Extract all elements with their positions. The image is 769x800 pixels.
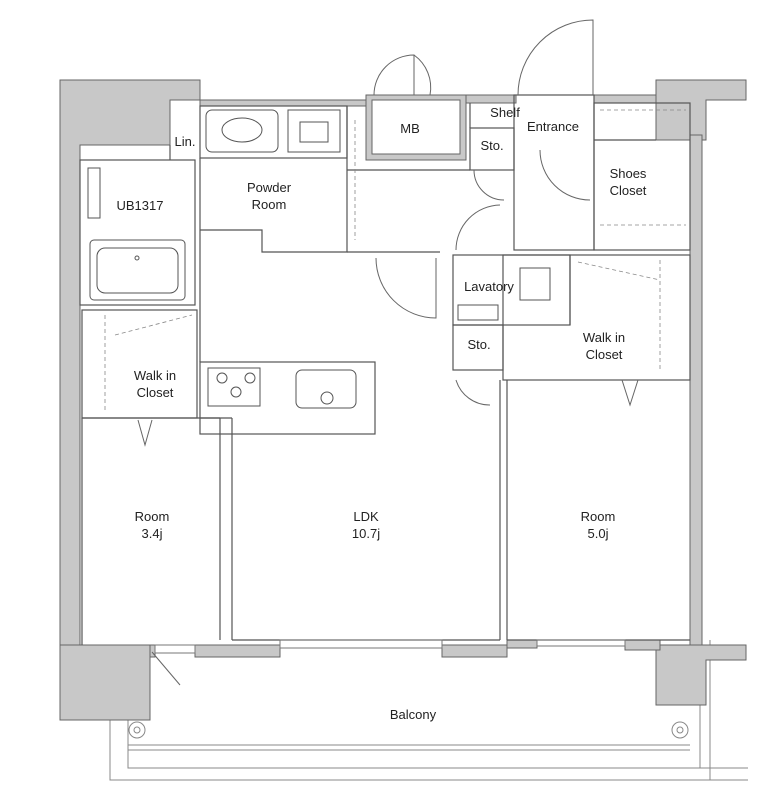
label-wic-right-2: Closet bbox=[586, 347, 623, 362]
label-balcony: Balcony bbox=[390, 707, 437, 722]
label-wic-left-2: Closet bbox=[137, 385, 174, 400]
interior-lines bbox=[79, 94, 691, 645]
powder-fixtures bbox=[205, 109, 341, 153]
label-room-right-1: Room bbox=[581, 509, 616, 524]
dashed-lines bbox=[104, 109, 686, 410]
label-sto-lavatory: Sto. bbox=[467, 337, 490, 352]
label-room-left-1: Room bbox=[135, 509, 170, 524]
label-wic-left-1: Walk in bbox=[134, 368, 176, 383]
label-room-right-2: 5.0j bbox=[588, 526, 609, 541]
label-shoes-2: Closet bbox=[610, 183, 647, 198]
label-wic-right-1: Walk in bbox=[583, 330, 625, 345]
label-shoes-1: Shoes bbox=[610, 166, 647, 181]
windows bbox=[154, 639, 626, 654]
lavatory-fixtures bbox=[457, 267, 551, 321]
label-shelf: Shelf bbox=[490, 105, 520, 120]
label-ldk-1: LDK bbox=[353, 509, 379, 524]
label-powder-1: Powder bbox=[247, 180, 292, 195]
label-ldk-2: 10.7j bbox=[352, 526, 380, 541]
label-lavatory: Lavatory bbox=[464, 279, 514, 294]
kitchen-fixtures bbox=[207, 367, 357, 409]
mb-box bbox=[371, 99, 461, 155]
door-swings bbox=[137, 19, 639, 686]
label-entrance: Entrance bbox=[527, 119, 579, 134]
label-sto-entrance: Sto. bbox=[480, 138, 503, 153]
label-ub: UB1317 bbox=[117, 198, 164, 213]
label-lin: Lin. bbox=[175, 134, 196, 149]
label-powder-2: Room bbox=[252, 197, 287, 212]
bathtub bbox=[87, 167, 186, 301]
label-mb: MB bbox=[400, 121, 420, 136]
label-room-left-2: 3.4j bbox=[142, 526, 163, 541]
room-labels: Lin. UB1317 Powder Room MB Shelf Entranc… bbox=[117, 105, 647, 722]
